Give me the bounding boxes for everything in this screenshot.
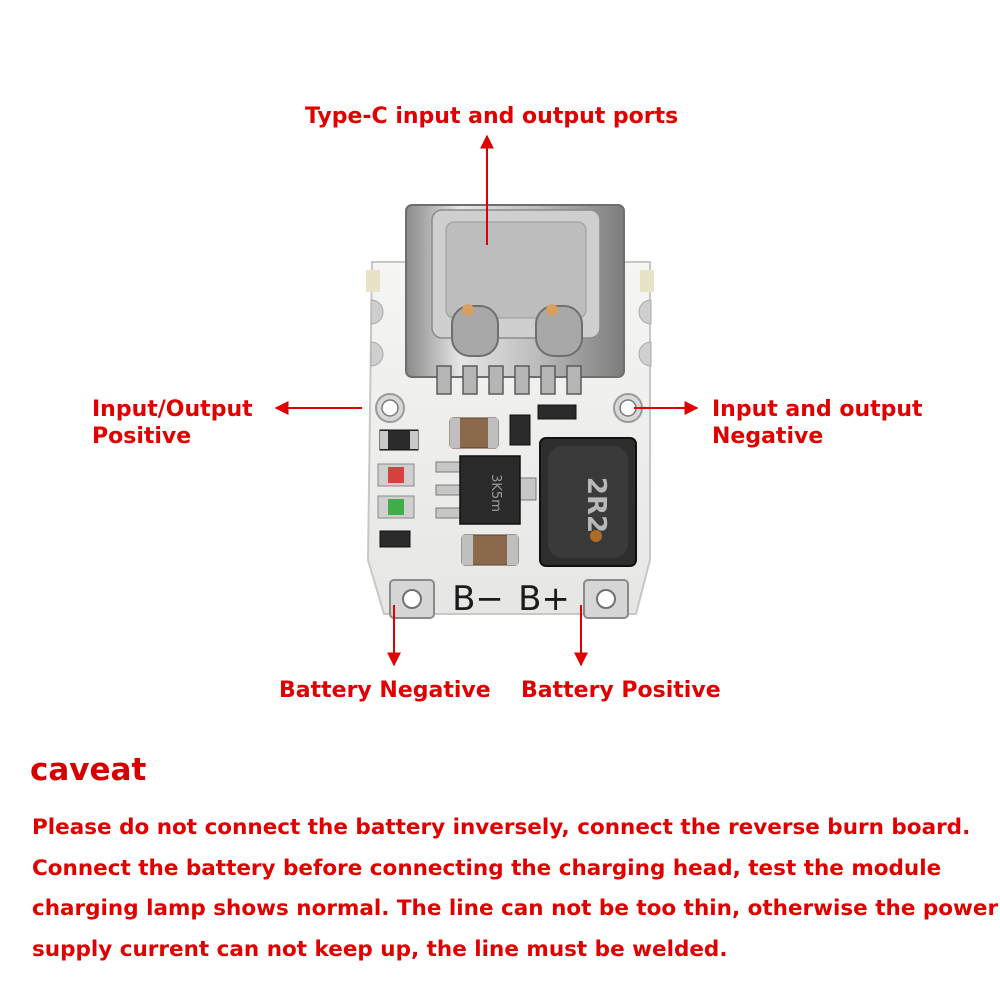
silkscreen-battery-positive: B+	[518, 579, 570, 619]
annotation-arrows	[274, 134, 699, 667]
caveat-line: Connect the battery before connecting th…	[32, 855, 942, 881]
status-leds	[377, 463, 415, 519]
label-io-positive-line2: Positive	[92, 424, 192, 449]
label-io-negative-line2: Negative	[712, 424, 824, 449]
battery-pads	[389, 579, 629, 619]
label-typec-port: Type-C input and output ports	[305, 104, 679, 129]
caveat-line: supply current can not keep up, the line…	[32, 936, 728, 962]
label-battery-positive: Battery Positive	[521, 678, 721, 703]
caveat-text: Please do not connect the battery invers…	[32, 808, 999, 970]
label-battery-negative: Battery Negative	[279, 678, 491, 703]
ic-chip: 3K5m	[435, 455, 537, 525]
usb-type-c-connector	[405, 204, 625, 378]
caveat-title: caveat	[30, 752, 147, 788]
smd-components	[379, 404, 577, 566]
inductor-marking: 2R2	[581, 477, 611, 533]
connector-pins	[436, 365, 582, 395]
label-io-positive-line1: Input/Output	[92, 397, 253, 422]
caveat-line: Please do not connect the battery invers…	[32, 815, 971, 840]
ic-marking: 3K5m	[488, 474, 503, 512]
label-io-negative-line1: Input and output	[712, 397, 923, 422]
mounting-holes	[375, 393, 643, 423]
castellated-pads	[370, 299, 652, 367]
power-inductor: 2R2	[539, 437, 637, 567]
caveat-line: charging lamp shows normal. The line can…	[32, 896, 999, 921]
silkscreen-battery-negative: B−	[452, 579, 504, 619]
